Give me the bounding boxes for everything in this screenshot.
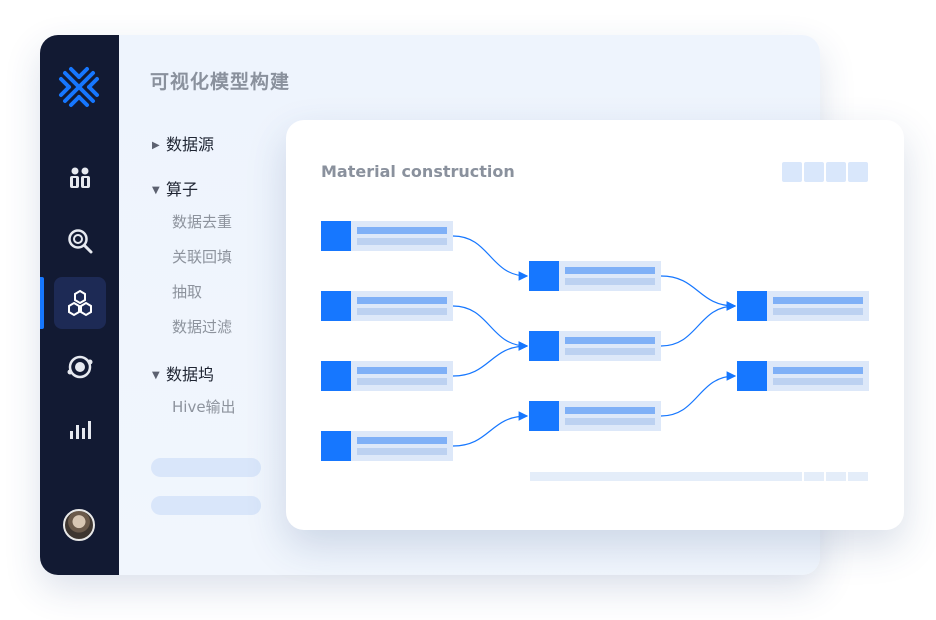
sidebar-item-model[interactable] [54,277,106,329]
toolbar-button[interactable] [848,162,868,182]
toolbar-button[interactable] [804,162,824,182]
sidebar-item-people[interactable] [40,156,119,200]
sidebar [40,35,119,575]
card-toolbar [782,162,868,182]
flow-edge [452,305,529,351]
sidebar-item-search[interactable] [40,219,119,263]
people-icon [69,167,90,188]
flow-node[interactable] [529,401,661,431]
flow-node[interactable] [737,361,869,391]
logo-icon [59,67,99,107]
orbit-icon [67,355,92,379]
toolbar-button[interactable] [826,162,846,182]
active-indicator [40,277,44,329]
flow-edge [452,341,529,377]
tree-group-operator[interactable]: ▼算子 [152,180,199,199]
tree-item-filter[interactable]: 数据过滤 [172,318,233,336]
caret-down-icon: ▼ [152,185,160,196]
flow-canvas [321,221,869,461]
toolbar-button[interactable] [782,162,802,182]
avatar[interactable] [63,509,95,541]
flow-edge [660,275,737,311]
flow-edge [660,301,737,347]
sidebar-item-orbit[interactable] [40,345,119,389]
sidebar-item-chart[interactable] [40,407,119,451]
flow-card: Material construction [286,120,904,530]
scroll-segment[interactable] [826,472,846,481]
flow-edge [452,235,529,281]
flow-node[interactable] [321,361,453,391]
flow-node[interactable] [529,331,661,361]
tree-item-backfill[interactable]: 关联回填 [172,248,233,266]
page-title: 可视化模型构建 [150,71,291,93]
flow-edge [660,371,737,417]
flow-edge [452,411,529,447]
caret-down-icon: ▼ [152,370,160,381]
placeholder-pill [151,496,261,515]
flow-node[interactable] [321,221,453,251]
flow-node[interactable] [321,431,453,461]
flow-node[interactable] [529,261,661,291]
tree-item-dedupe[interactable]: 数据去重 [172,213,233,231]
horizontal-scrollbar[interactable] [530,472,802,481]
tree-item-extract[interactable]: 抽取 [172,283,203,301]
scroll-segment[interactable] [848,472,868,481]
model-icon [68,289,92,317]
scroll-segment[interactable] [804,472,824,481]
tree-item-hive-output[interactable]: Hive输出 [172,398,236,416]
placeholder-pill [151,458,261,477]
flow-node[interactable] [321,291,453,321]
tree-group-datadock[interactable]: ▼数据坞 [152,365,215,384]
tree-group-datasource[interactable]: ▶数据源 [152,135,215,154]
card-title: Material construction [321,162,515,181]
chart-icon [69,421,91,439]
flow-node[interactable] [737,291,869,321]
search-icon [67,229,92,254]
caret-right-icon: ▶ [152,140,160,151]
